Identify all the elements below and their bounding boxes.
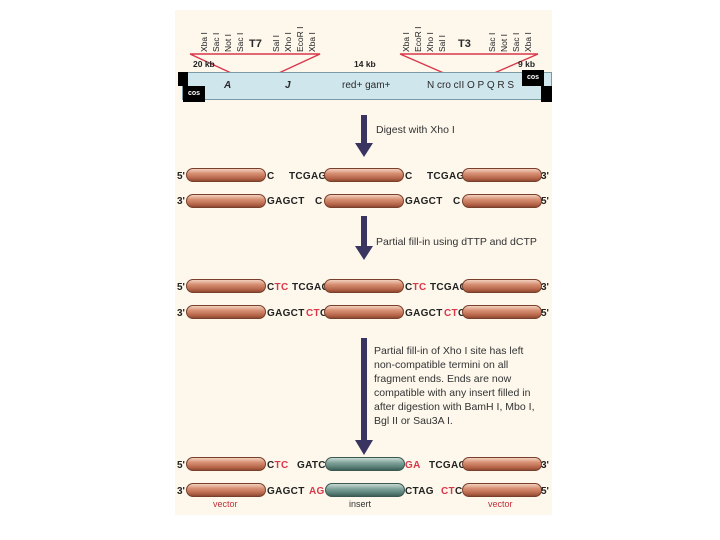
vector-fragment: [186, 279, 266, 293]
seq: TCGAG: [430, 282, 468, 293]
insert-label: insert: [349, 499, 372, 509]
step3-text: Partial fill-in of Xho I site has left n…: [374, 345, 535, 427]
seq-insert-filled: AG: [309, 486, 325, 497]
vector-fragment: [462, 168, 542, 182]
five-prime-label: 5': [541, 308, 549, 319]
five-prime-label: 5': [541, 486, 549, 497]
seq: C: [454, 486, 463, 497]
seq: C: [458, 308, 466, 319]
seq: GAGCT: [267, 486, 305, 497]
vector-fragment: [324, 168, 404, 182]
seq: TCGAG: [427, 171, 465, 182]
seq-filled: CT: [441, 486, 455, 497]
lambda-vector-map: [182, 72, 552, 100]
stuffer-size: 14 kb: [354, 59, 376, 69]
seq-filled: TC: [274, 460, 289, 471]
step1-text: Digest with Xho I: [376, 124, 455, 136]
vector-fragment: [324, 305, 404, 319]
vector-fragment: [186, 457, 266, 471]
seq: C: [453, 196, 461, 207]
gene-a-label: A: [224, 80, 232, 91]
cos-block-top-left: [178, 72, 188, 86]
t7-promoter-label: T7: [249, 38, 262, 50]
seq: TCGAG: [289, 171, 327, 182]
seq: C: [405, 171, 413, 182]
seq: GAGCT: [405, 308, 443, 319]
seq-insert-end: CTAG: [405, 486, 434, 497]
seq: C: [267, 171, 275, 182]
seq: C: [315, 196, 323, 207]
stuffer-genes-label: red+ gam+: [342, 80, 391, 91]
vector-fragment: [186, 483, 266, 497]
seq: C: [320, 308, 328, 319]
five-prime-label: 5': [177, 282, 185, 293]
vector-fragment: [324, 279, 404, 293]
seq: GAGCT: [267, 196, 305, 207]
cos-right: cos: [522, 70, 544, 86]
insert-fragment: [325, 483, 405, 497]
vector-label-right: vector: [488, 499, 513, 509]
vector-fragment: [186, 168, 266, 182]
vector-fragment: [324, 194, 404, 208]
three-prime-label: 3': [541, 460, 549, 471]
seq-filled: TC: [412, 282, 427, 293]
vector-label-left: vector: [213, 499, 238, 509]
seq-insert-filled: GA: [405, 460, 421, 471]
right-arm-genes-label: N cro cII O P Q R S: [427, 80, 515, 91]
seq-filled: TC: [274, 282, 289, 293]
vector-fragment: [462, 305, 542, 319]
seq-filled: CT: [306, 308, 320, 319]
three-prime-label: 3': [177, 196, 185, 207]
seq: TCGAG: [429, 460, 467, 471]
insert-fragment: [325, 457, 405, 471]
vector-fragment: [462, 457, 542, 471]
t3-promoter-label: T3: [458, 38, 471, 50]
step2-text: Partial fill-in using dTTP and dCTP: [376, 236, 537, 248]
left-arm-size: 20 kb: [193, 59, 215, 69]
gene-j-label: J: [285, 80, 291, 91]
three-prime-label: 3': [177, 308, 185, 319]
cos-block-bottom-right: [541, 86, 552, 102]
three-prime-label: 3': [177, 486, 185, 497]
seq-filled: CT: [444, 308, 458, 319]
seq: C: [267, 460, 275, 471]
cos-left: cos: [183, 86, 205, 102]
vector-fragment: [186, 305, 266, 319]
vector-fragment: [462, 279, 542, 293]
seq: GAGCT: [267, 308, 305, 319]
three-prime-label: 3': [541, 171, 549, 182]
vector-fragment: [186, 194, 266, 208]
seq: C: [405, 282, 413, 293]
five-prime-label: 5': [541, 196, 549, 207]
right-arm-size: 9 kb: [518, 59, 536, 69]
five-prime-label: 5': [177, 171, 185, 182]
seq: TCGAG: [292, 282, 330, 293]
seq: C: [267, 282, 275, 293]
three-prime-label: 3': [541, 282, 549, 293]
seq: GAGCT: [405, 196, 443, 207]
vector-fragment: [462, 483, 542, 497]
seq-insert-end: GATC: [297, 460, 326, 471]
five-prime-label: 5': [177, 460, 185, 471]
vector-fragment: [462, 194, 542, 208]
